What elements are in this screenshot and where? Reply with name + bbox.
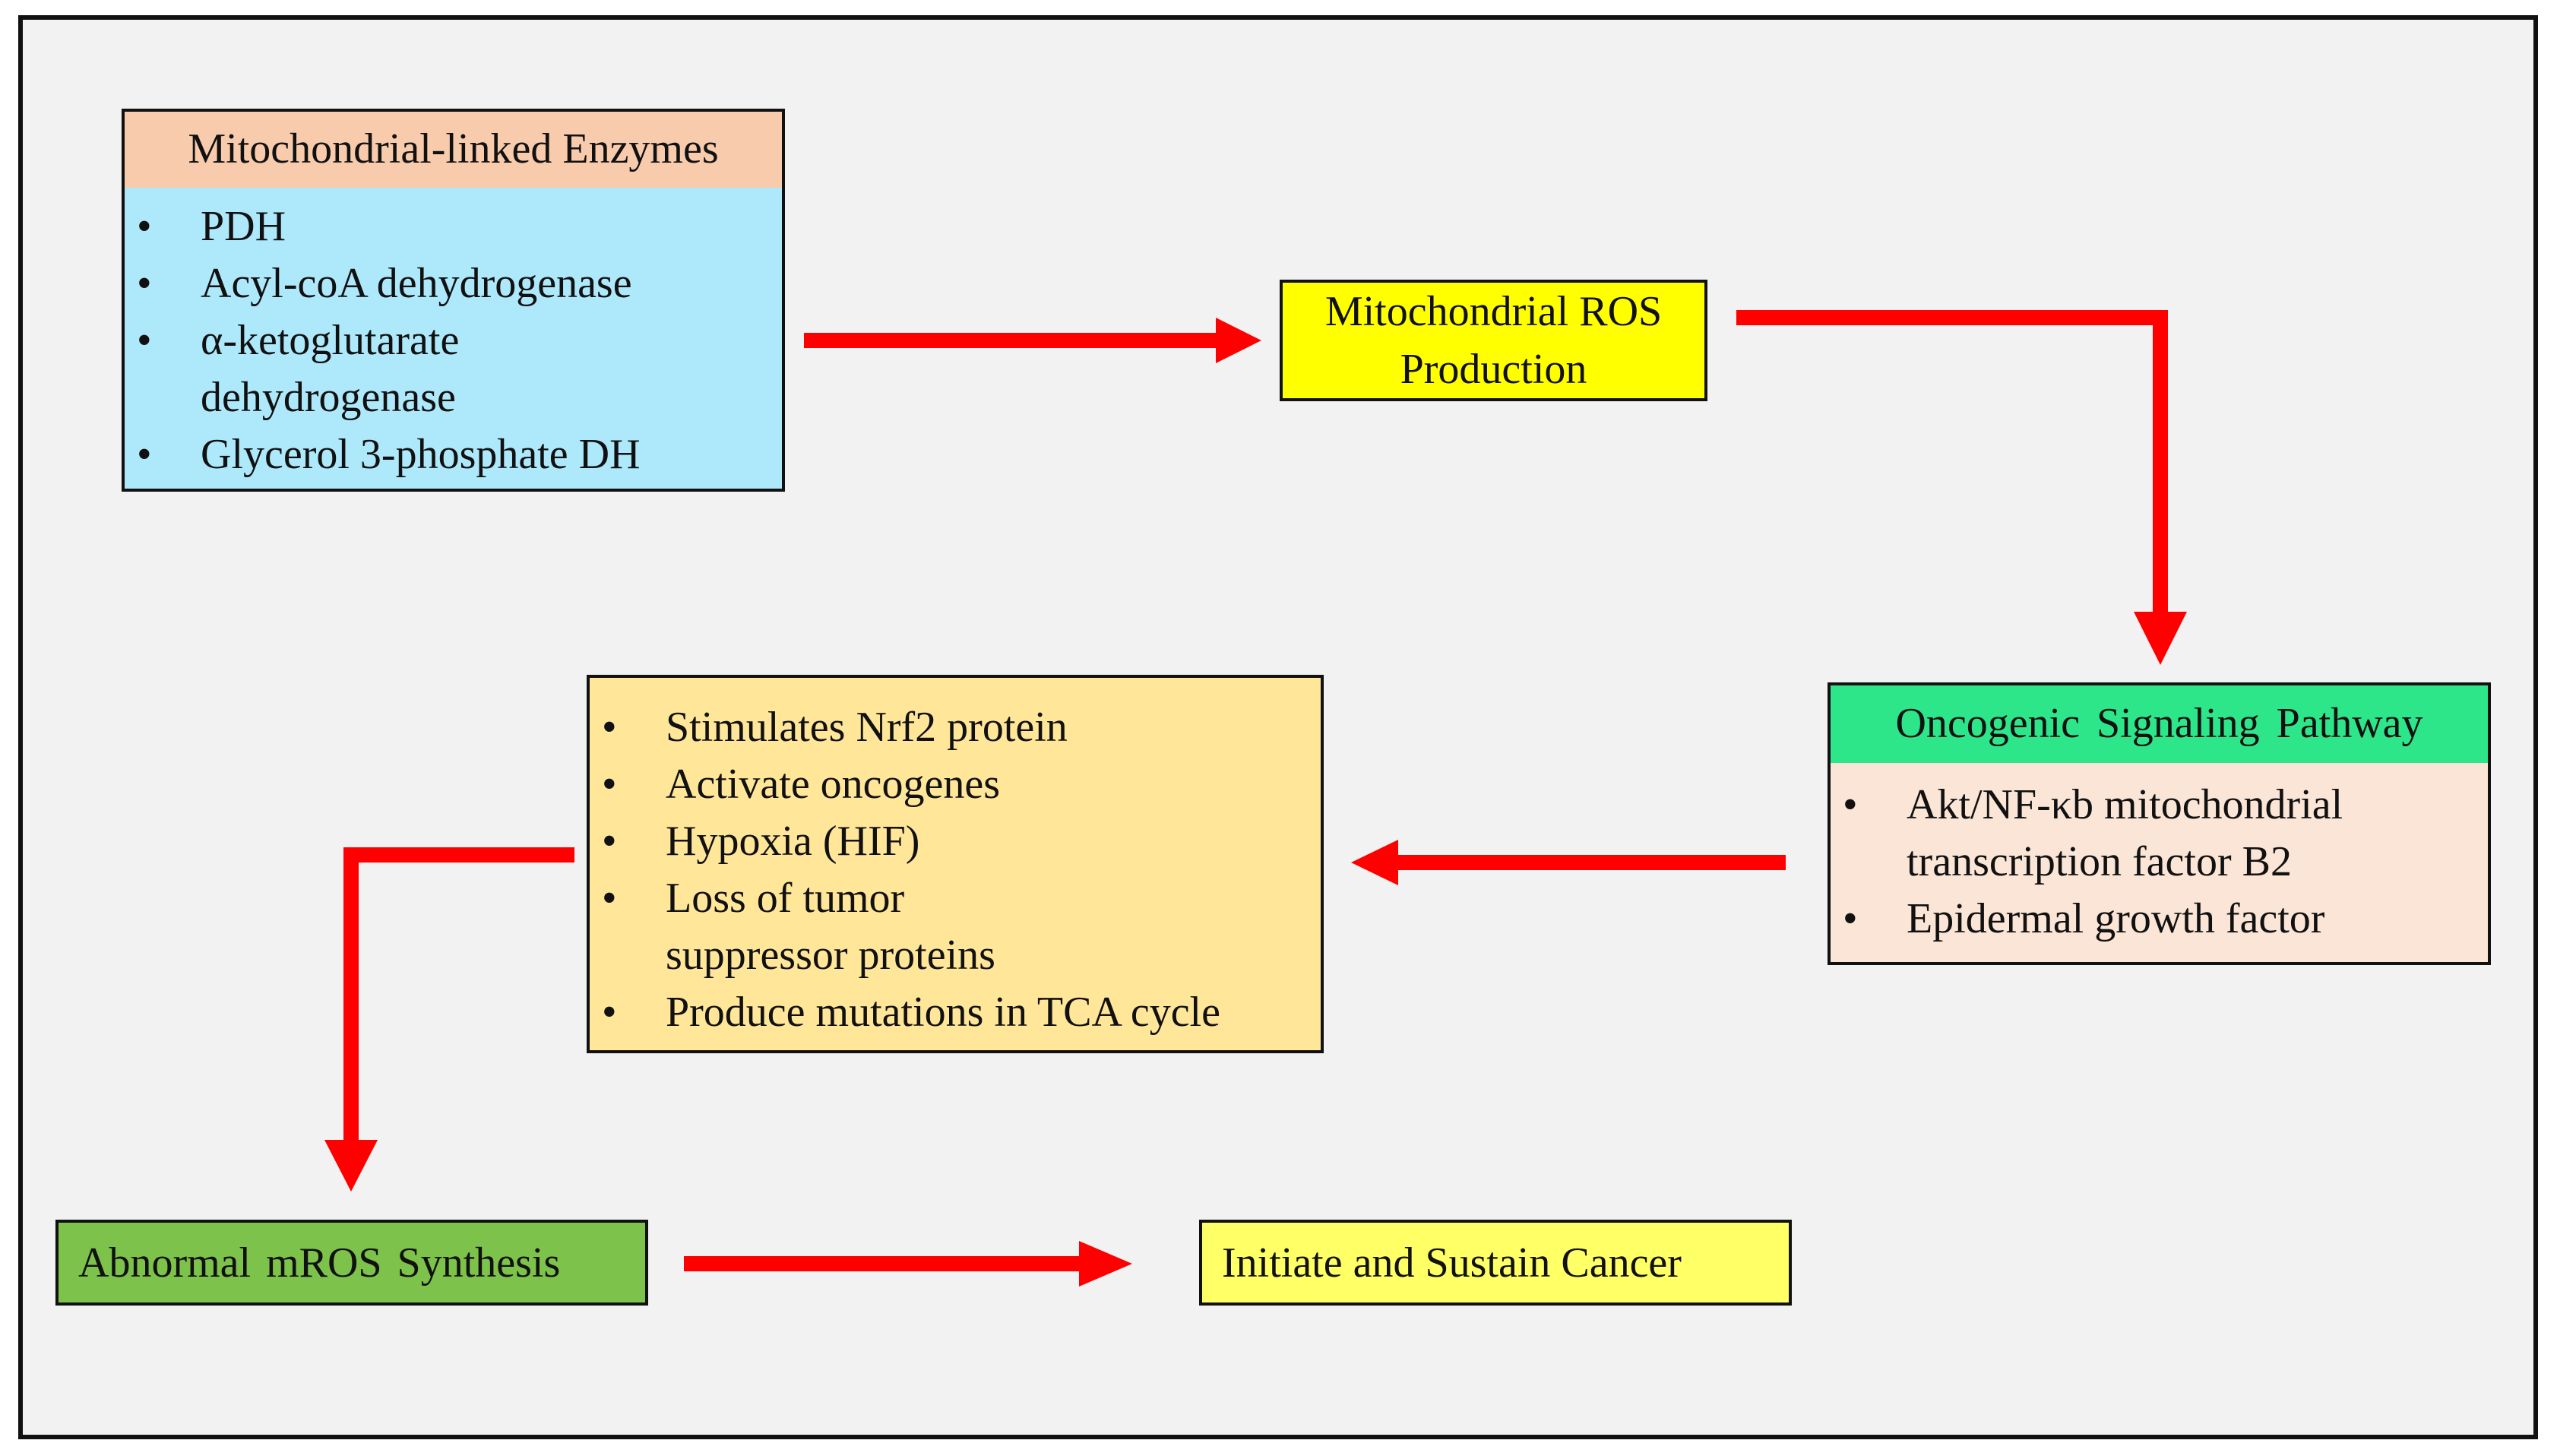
- ros-production-box: Mitochondrial ROS Production: [1280, 280, 1707, 401]
- arrow-effects-to-abnormal: [343, 847, 574, 1144]
- abnormal-label: Abnormal mROS Synthesis: [78, 1239, 561, 1287]
- arrowhead-right: [1216, 318, 1261, 363]
- list-item: Epidermal growth factor: [1831, 891, 2465, 948]
- oncogenic-list: Akt/NF-κb mitochondrial transcription fa…: [1831, 777, 2488, 948]
- list-item: Acyl-coA dehydrogenase: [125, 255, 752, 312]
- cancer-label: Initiate and Sustain Cancer: [1222, 1239, 1682, 1287]
- arrowhead-left: [1351, 840, 1398, 885]
- effects-box: Stimulates Nrf2 protein Activate oncogen…: [587, 675, 1324, 1053]
- arrowhead-right: [1079, 1241, 1132, 1287]
- effects-list: Stimulates Nrf2 protein Activate oncogen…: [590, 699, 1321, 1041]
- enzymes-header: Mitochondrial-linked Enzymes: [122, 109, 785, 191]
- oncogenic-title: Oncogenic Signaling Pathway: [1895, 700, 2423, 748]
- list-item: Produce mutations in TCA cycle: [590, 984, 1298, 1041]
- ros-line-2: Production: [1400, 346, 1587, 393]
- abnormal-mros-box: Abnormal mROS Synthesis: [55, 1220, 648, 1306]
- list-item: Activate oncogenes: [590, 756, 1298, 813]
- list-item: Hypoxia (HIF): [590, 813, 1298, 870]
- list-item: α-ketoglutarate dehydrogenase: [125, 312, 535, 426]
- list-item: Stimulates Nrf2 protein: [590, 699, 1298, 756]
- arrowhead-down: [324, 1140, 378, 1192]
- enzymes-list: PDH Acyl-coA dehydrogenase α-ketoglutara…: [125, 198, 782, 483]
- oncogenic-list-box: Akt/NF-κb mitochondrial transcription fa…: [1828, 763, 2491, 965]
- oncogenic-header: Oncogenic Signaling Pathway: [1828, 682, 2491, 766]
- arrowhead-down: [2134, 612, 2187, 665]
- ros-line-1: Mitochondrial ROS: [1324, 288, 1663, 335]
- list-item: Akt/NF-κb mitochondrial transcription fa…: [1831, 777, 2465, 891]
- list-item: Glycerol 3-phosphate DH: [125, 426, 752, 483]
- enzymes-title: Mitochondrial-linked Enzymes: [188, 125, 719, 173]
- list-item: PDH: [125, 198, 752, 255]
- arrow-ros-to-oncogenic: [1736, 310, 2168, 616]
- list-item: Loss of tumor suppressor proteins: [590, 870, 1091, 984]
- cancer-box: Initiate and Sustain Cancer: [1199, 1220, 1792, 1306]
- enzymes-list-box: PDH Acyl-coA dehydrogenase α-ketoglutara…: [122, 188, 785, 492]
